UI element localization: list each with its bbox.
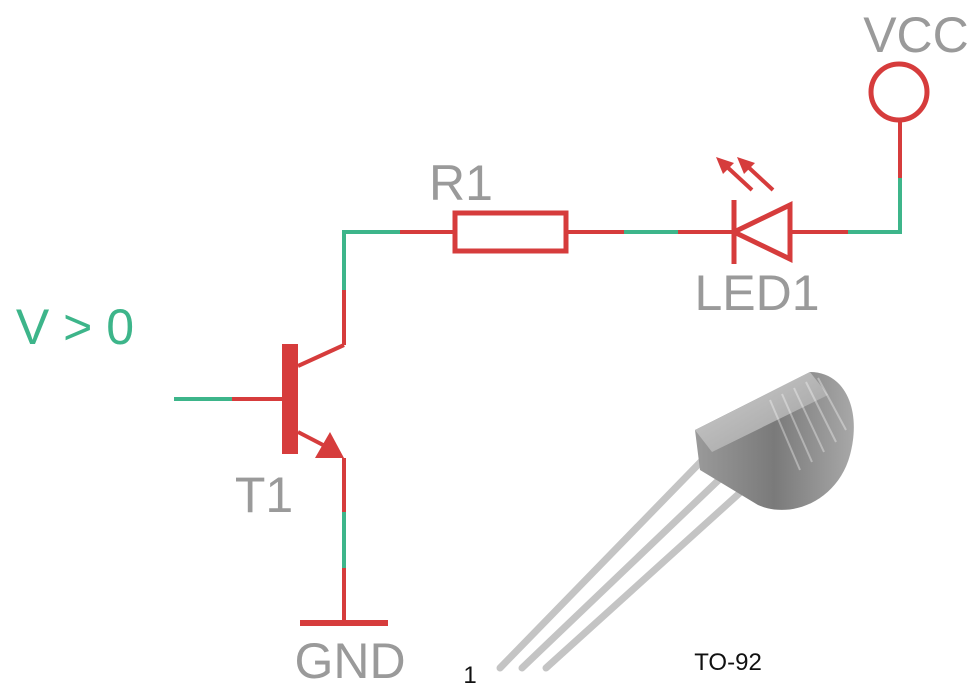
led-light-arrows	[716, 157, 775, 192]
ground-symbol	[300, 568, 388, 626]
r1-body	[452, 210, 569, 254]
resistor-symbol	[400, 210, 624, 254]
led-label: LED1	[694, 265, 819, 321]
wire-collector-r1	[342, 230, 402, 292]
vcc-circle	[868, 61, 930, 123]
vcc-label: VCC	[863, 7, 969, 63]
t1-emitter-diag	[297, 430, 326, 448]
components	[232, 61, 930, 626]
led-triangle	[728, 201, 793, 263]
input-voltage-label: V > 0	[16, 299, 134, 355]
t1-label: T1	[235, 467, 293, 523]
led-symbol	[678, 157, 848, 264]
gnd-label: GND	[294, 633, 405, 683]
to92-body	[695, 372, 854, 510]
r1-label: R1	[429, 155, 493, 211]
vcc-terminal	[868, 61, 930, 178]
to92-package-image	[496, 372, 854, 672]
t1-emitter-arrow	[315, 432, 344, 458]
wires	[174, 176, 902, 570]
pin-one-label: 1	[463, 662, 476, 683]
wire-vcc-down	[846, 176, 902, 234]
t1-collector-diag	[297, 343, 345, 368]
t1-base-bar	[282, 344, 298, 454]
to92-ribs	[769, 377, 847, 471]
transistor-symbol	[232, 290, 346, 512]
package-label: TO-92	[694, 649, 762, 676]
to92-leads	[496, 436, 778, 672]
to92-flat-face	[695, 372, 828, 452]
